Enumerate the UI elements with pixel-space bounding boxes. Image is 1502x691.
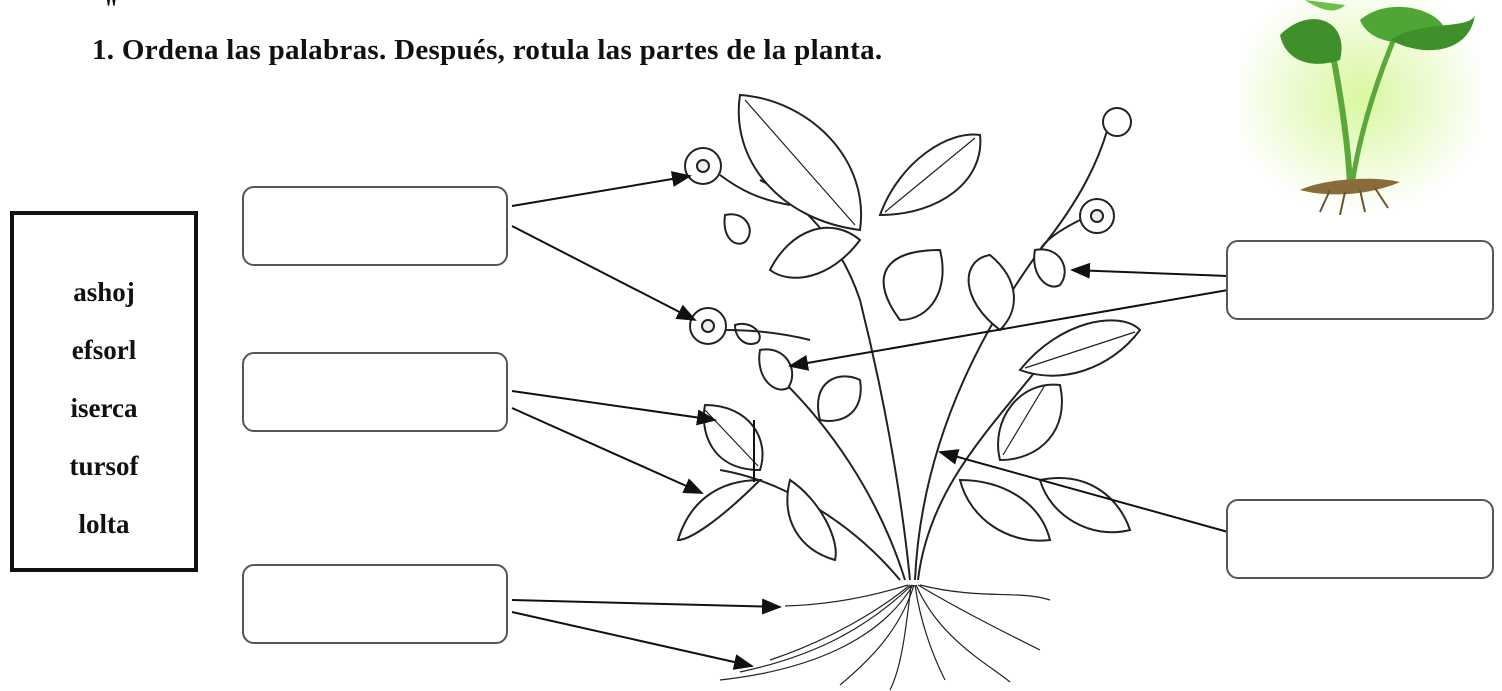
word-list: ashoj efsorl iserca tursof lolta: [14, 263, 194, 553]
label-box-left-middle[interactable]: [242, 352, 508, 432]
word-item: iserca: [70, 393, 138, 423]
word-item: efsorl: [71, 335, 137, 365]
word-bank: ashoj efsorl iserca tursof lolta: [10, 211, 198, 572]
word-item: lolta: [78, 509, 130, 539]
word-item: tursof: [69, 451, 139, 481]
label-box-right-bottom[interactable]: [1226, 499, 1494, 579]
label-box-right-top[interactable]: [1226, 240, 1494, 320]
label-box-left-top[interactable]: [242, 186, 508, 266]
word-item: ashoj: [73, 277, 135, 307]
plant-photo-icon: [1240, 0, 1480, 215]
instruction-title: 1. Ordena las palabras. Después, rotula …: [92, 34, 883, 66]
label-box-left-bottom[interactable]: [242, 564, 508, 644]
corner-mark: ": [104, 0, 119, 23]
